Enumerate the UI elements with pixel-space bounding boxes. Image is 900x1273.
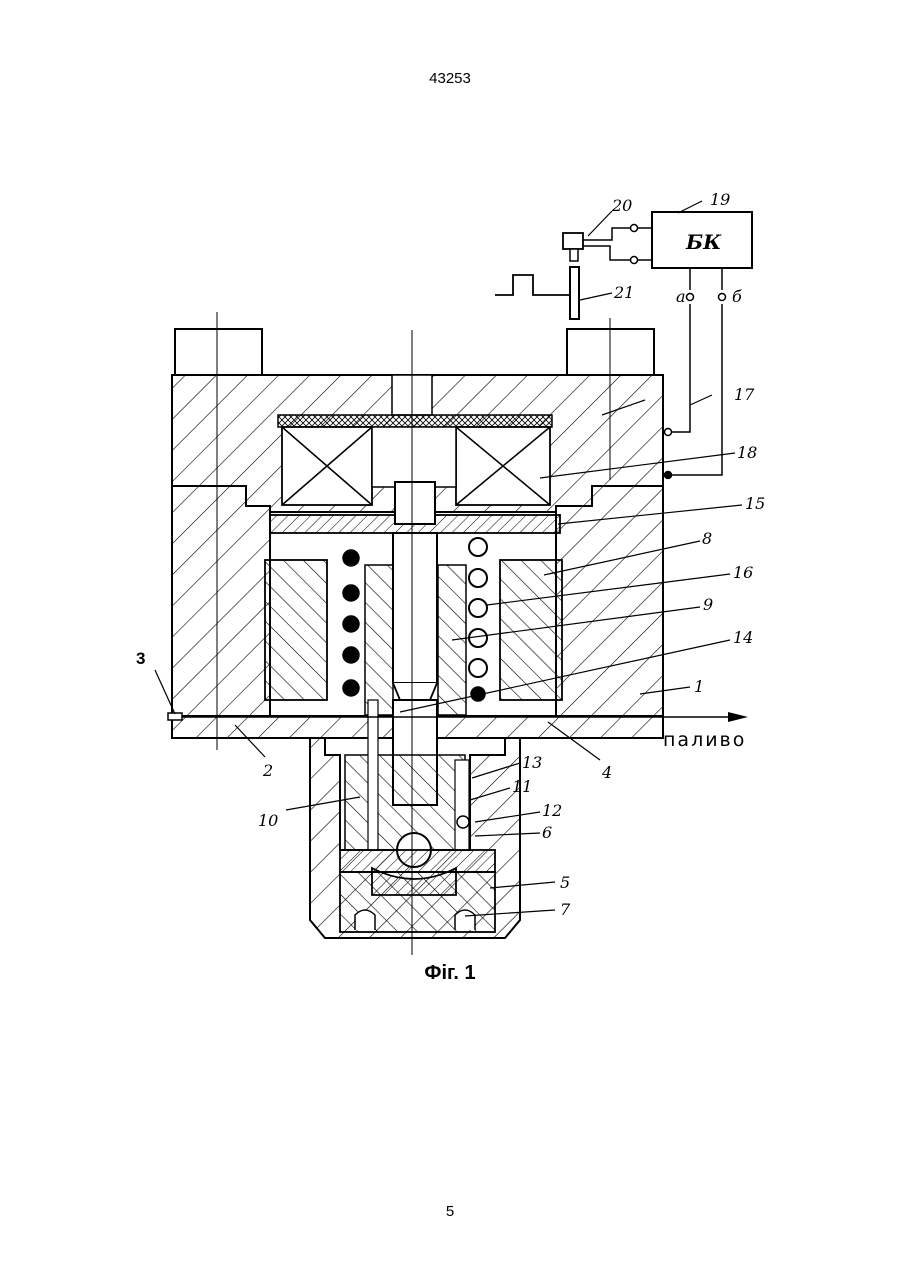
timing-disk-21 — [495, 267, 579, 319]
fuel-label: паливо — [663, 729, 746, 751]
label-5: 5 — [560, 873, 570, 892]
page-number: 5 — [0, 1203, 900, 1220]
label-4: 4 — [601, 763, 612, 782]
terminal-b: б — [732, 287, 742, 306]
terminal-a: а — [676, 287, 686, 306]
label-1: 1 — [694, 677, 704, 696]
label-2: 2 — [262, 761, 273, 780]
label-21: 21 — [613, 283, 634, 302]
label-16: 16 — [733, 563, 753, 582]
label-11: 11 — [512, 777, 532, 796]
label-18: 18 — [737, 443, 757, 462]
label-15: 15 — [745, 494, 765, 513]
label-3: 3 — [136, 649, 145, 668]
label-13: 13 — [522, 753, 542, 772]
label-20: 20 — [611, 196, 632, 215]
label-6: 6 — [542, 823, 552, 842]
sensor-20 — [563, 225, 652, 264]
label-8: 8 — [702, 529, 712, 548]
top-bolt-left — [175, 329, 262, 375]
label-12: 12 — [542, 801, 562, 820]
label-9: 9 — [703, 595, 713, 614]
control-wiring — [665, 268, 726, 479]
label-7: 7 — [560, 900, 571, 919]
control-block-text: БК — [685, 230, 722, 254]
figure-caption: Фіг. 1 — [0, 962, 900, 985]
label-19: 19 — [710, 190, 730, 209]
label-10: 10 — [258, 811, 278, 830]
label-17: 17 — [734, 385, 755, 404]
label-14: 14 — [733, 628, 753, 647]
